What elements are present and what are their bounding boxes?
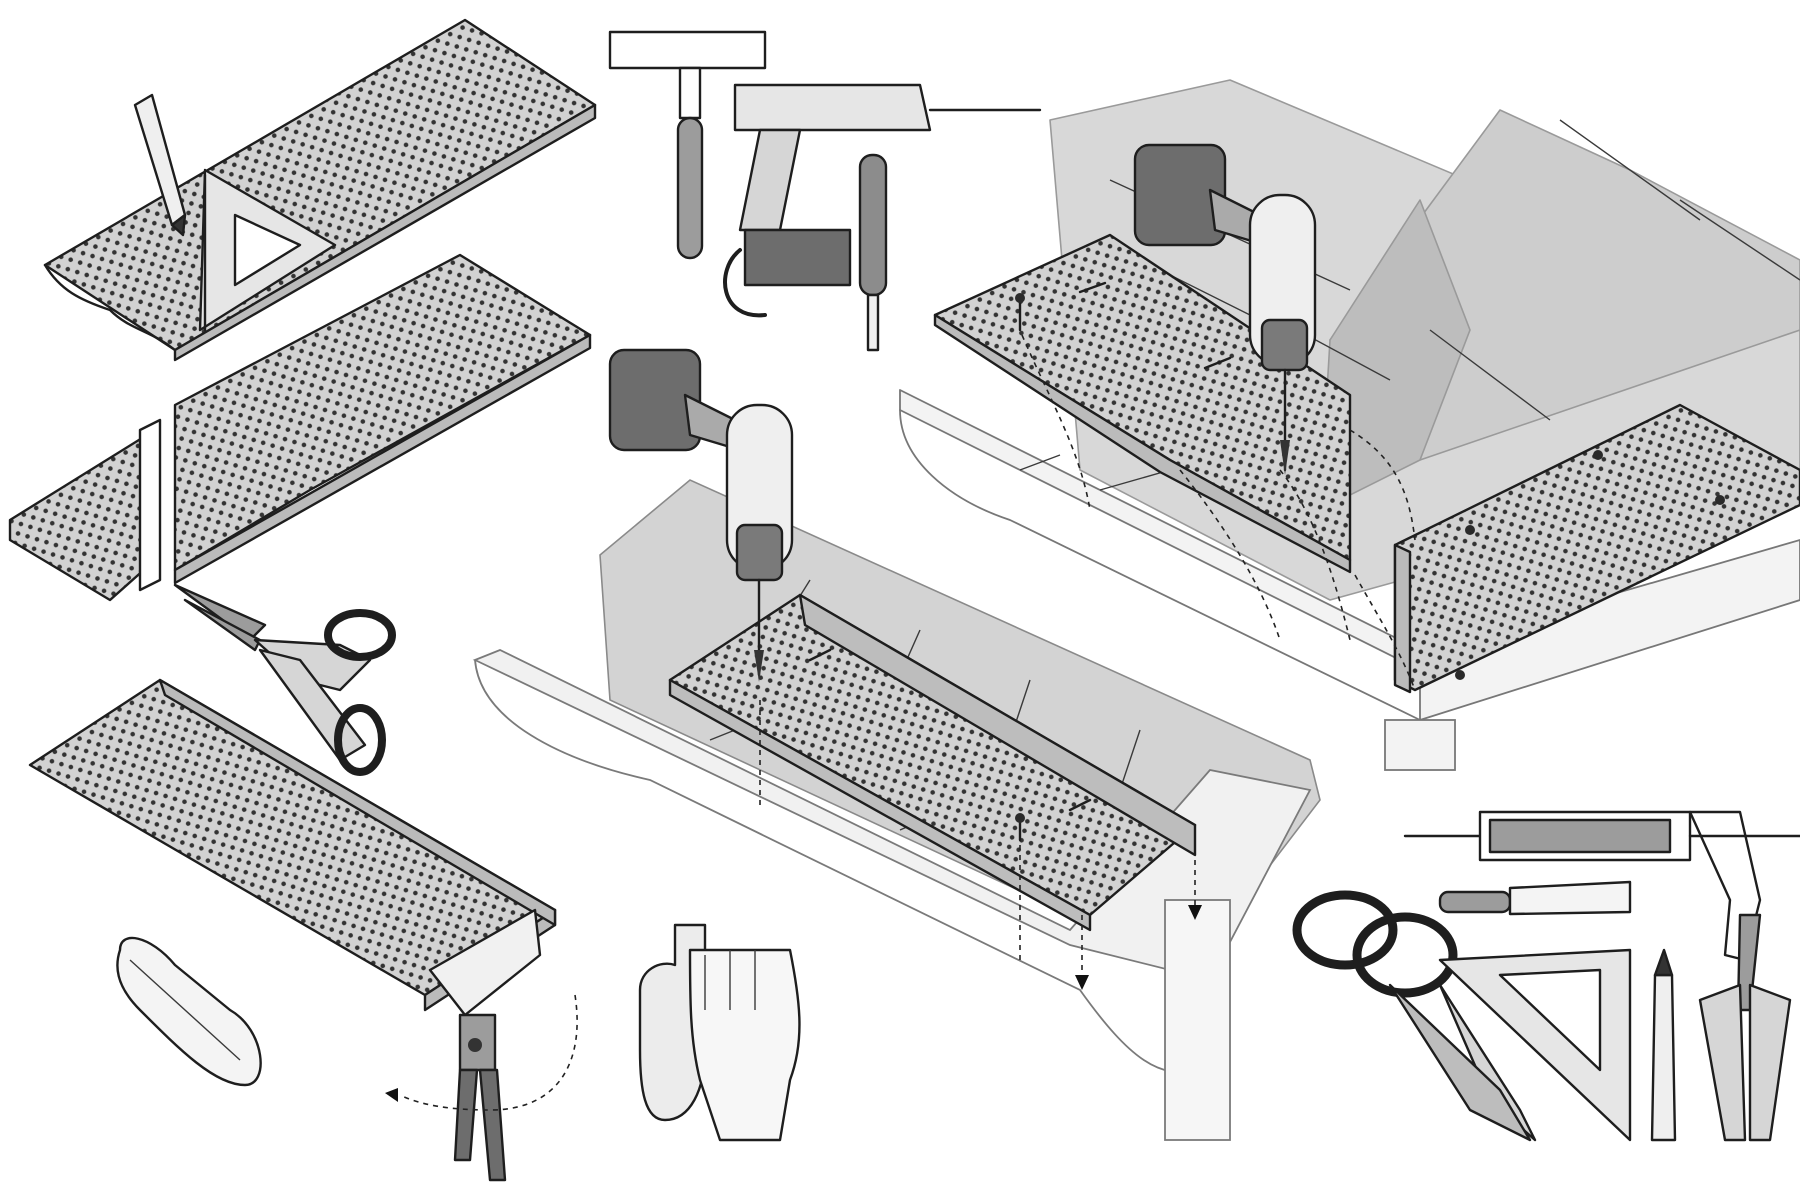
- screw-icon: [808, 648, 1092, 842]
- tools-top: [608, 30, 1042, 352]
- cordless-drill-icon: [1133, 143, 1317, 475]
- caulk-gun-icon: [1403, 810, 1800, 962]
- safety-goggles-icon: [116, 936, 262, 1087]
- gutter-icon: [899, 389, 1800, 771]
- screwdriver-icon: [858, 153, 888, 352]
- gutter-guard-panel-icon: [43, 18, 597, 362]
- pencil-icon: [133, 93, 187, 237]
- gutter-guard-panel-icon: [933, 233, 1352, 574]
- tools-bottom-right: [1292, 810, 1800, 1142]
- cordless-drill-icon: [608, 348, 794, 682]
- screw-icon: [1015, 281, 1232, 370]
- gutter-guard-panel-icon: [1393, 403, 1800, 694]
- gutter-install-scene: [472, 348, 1321, 1141]
- measure-panel-step: [43, 18, 597, 362]
- roof-corner-scene: [899, 79, 1800, 771]
- gutter-guard-panel-icon: [8, 253, 592, 602]
- tin-snips-icon: [1698, 913, 1792, 1142]
- tin-snips-icon: [173, 583, 396, 776]
- carpenter-pencil-icon: [1650, 948, 1677, 1142]
- work-gloves-icon: [638, 923, 801, 1142]
- bend-panel-step: [28, 678, 578, 1182]
- putty-knife-icon: [1438, 880, 1632, 916]
- aviation-snips-icon: [1292, 890, 1537, 1142]
- bending-pliers-icon: [428, 908, 542, 1182]
- scraper-icon: [608, 30, 767, 260]
- speed-square-icon: [1438, 948, 1632, 1142]
- cordless-drill-icon: [723, 83, 1042, 318]
- cut-panel-step: [8, 253, 592, 776]
- speed-square-icon: [198, 168, 337, 332]
- gutter-guard-panel-icon: [668, 593, 1197, 932]
